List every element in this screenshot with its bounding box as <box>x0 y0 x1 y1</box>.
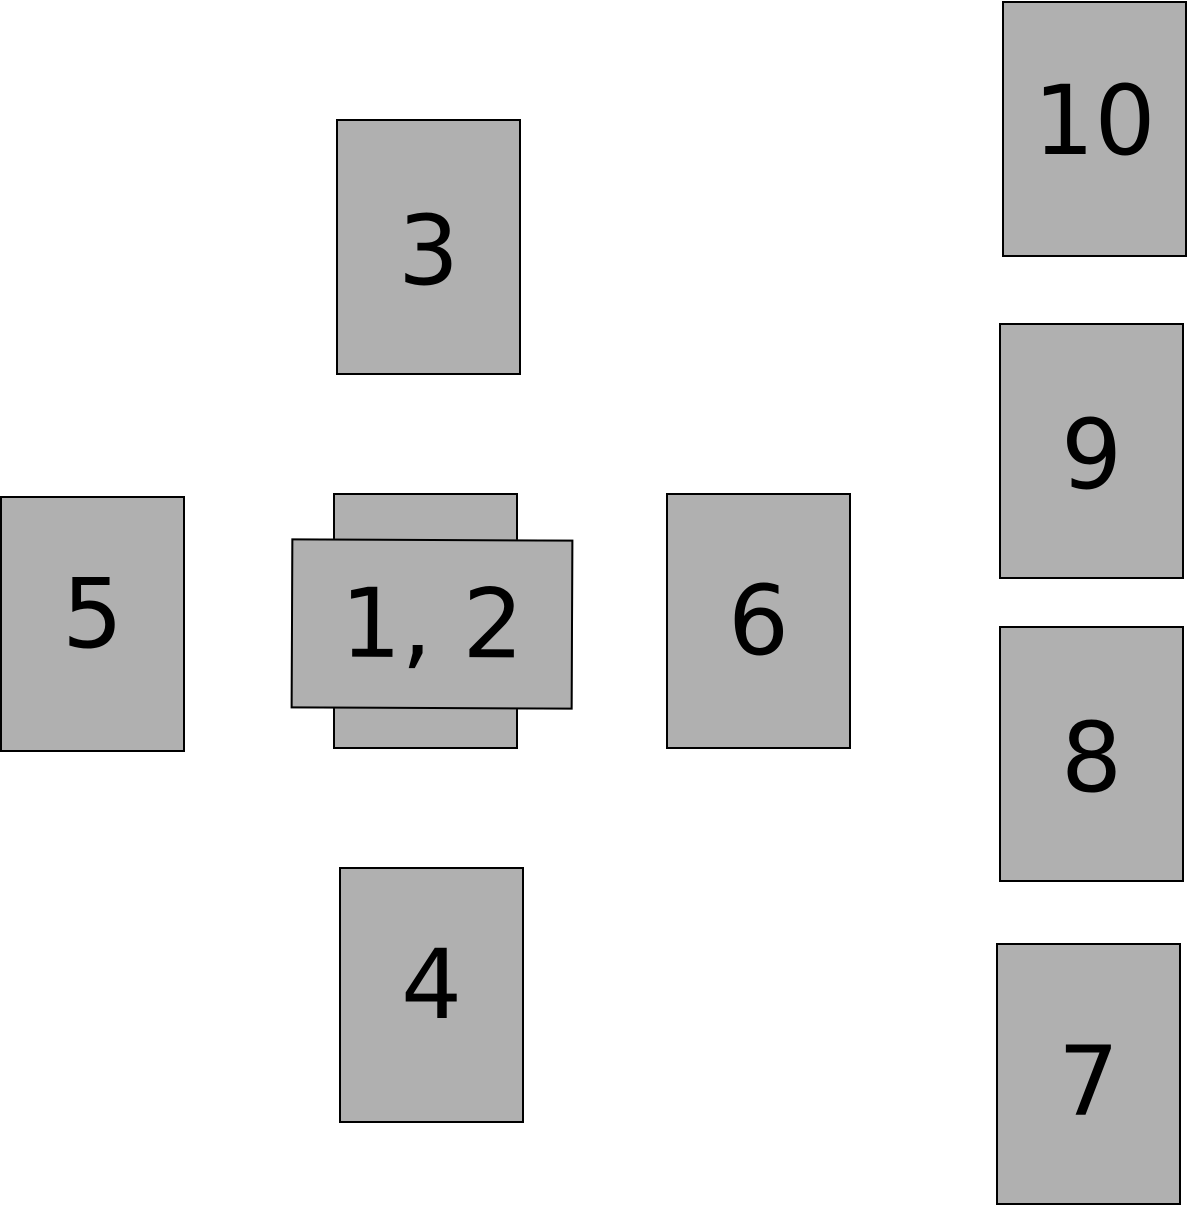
card-position-6: 6 <box>666 493 851 749</box>
card-position-3: 3 <box>336 119 521 375</box>
card-label-6: 6 <box>727 565 790 677</box>
card-label-3: 3 <box>397 195 460 307</box>
card-label-8: 8 <box>1060 702 1123 814</box>
card-position-10: 10 <box>1002 1 1187 257</box>
card-label-7: 7 <box>1057 1026 1120 1138</box>
card-label-1-2: 1, 2 <box>340 567 524 681</box>
card-label-10: 10 <box>1033 65 1156 177</box>
card-position-1-2-crossing: 1, 2 <box>290 538 574 710</box>
card-position-5: 5 <box>0 496 185 752</box>
card-label-5: 5 <box>61 558 124 670</box>
card-position-8: 8 <box>999 626 1184 882</box>
card-position-7: 7 <box>996 943 1181 1205</box>
card-label-9: 9 <box>1060 399 1123 511</box>
card-position-4: 4 <box>339 867 524 1123</box>
card-position-9: 9 <box>999 323 1184 579</box>
card-label-4: 4 <box>400 929 463 1041</box>
